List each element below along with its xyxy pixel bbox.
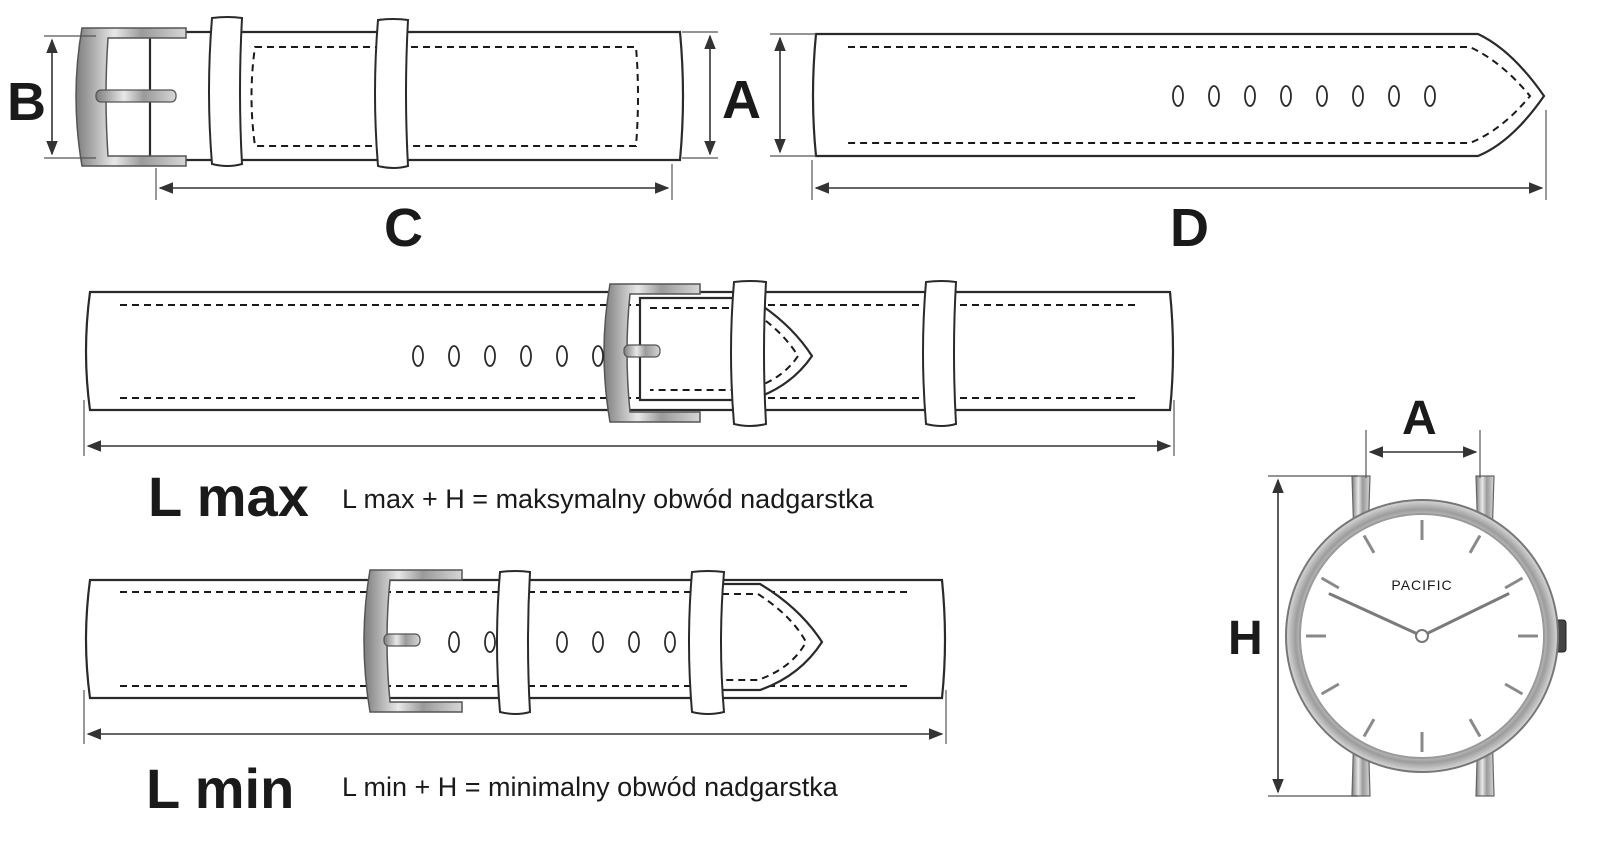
- label-h: H: [1228, 612, 1263, 665]
- dimension-d: [811, 110, 1547, 200]
- strap-lmin: [84, 569, 947, 715]
- hour-index: [1320, 682, 1340, 696]
- dimension-a-buckle-part: [682, 31, 718, 159]
- buckle-strap-part: [75, 16, 685, 169]
- strap-hole: [1388, 85, 1400, 107]
- strap-hole: [592, 345, 604, 367]
- strap-hole: [1352, 85, 1364, 107]
- label-b: B: [7, 72, 46, 132]
- hour-index: [1504, 682, 1524, 696]
- caption-lmin: L min + H = minimalny obwód nadgarstka: [342, 772, 839, 802]
- watch-drawing: PACIFIC: [1285, 475, 1567, 797]
- holes-lmax-strap: [412, 345, 604, 367]
- hour-index: [1468, 534, 1482, 554]
- dimension-lmax: [83, 400, 1175, 456]
- label-a-top: A: [722, 70, 761, 130]
- strap-hole: [484, 345, 496, 367]
- strap-lmax: [84, 280, 1175, 427]
- dimension-h: [1268, 475, 1358, 797]
- strap-hole: [1172, 85, 1184, 107]
- strap-hole: [412, 345, 424, 367]
- strap-hole: [592, 631, 604, 653]
- hour-index: [1320, 576, 1340, 590]
- strap-hole: [520, 345, 532, 367]
- hour-index: [1468, 718, 1482, 738]
- label-d: D: [1170, 198, 1209, 258]
- dimension-lmin: [83, 690, 947, 744]
- label-lmin: L min: [146, 757, 294, 820]
- holes-lmin-strap: [448, 631, 676, 653]
- strap-hole: [1208, 85, 1220, 107]
- dimension-b: [44, 35, 96, 159]
- strap-hole: [556, 345, 568, 367]
- hour-index: [1362, 718, 1376, 738]
- strap-hole: [448, 345, 460, 367]
- label-c: C: [384, 198, 423, 258]
- hour-indices: [1306, 520, 1538, 752]
- strap-hole: [628, 631, 640, 653]
- caption-lmax: L max + H = maksymalny obwód nadgarstka: [342, 484, 875, 514]
- hour-index: [1362, 534, 1376, 554]
- strap-hole: [484, 631, 496, 653]
- strap-hole: [448, 631, 460, 653]
- watch-brand-logo: PACIFIC: [1391, 577, 1452, 593]
- label-a-watch: A: [1402, 392, 1437, 445]
- strap-hole: [556, 631, 568, 653]
- label-lmax: L max: [148, 465, 309, 528]
- strap-hole: [664, 631, 676, 653]
- strap-hole: [1424, 85, 1436, 107]
- dimension-a-holed-part: [770, 33, 816, 157]
- dimension-c: [155, 164, 673, 200]
- holes-top-strap: [1172, 85, 1436, 107]
- strap-hole: [1244, 85, 1256, 107]
- hour-index: [1504, 576, 1524, 590]
- strap-hole: [1280, 85, 1292, 107]
- strap-hole: [1316, 85, 1328, 107]
- dimension-a-watch: [1365, 430, 1481, 478]
